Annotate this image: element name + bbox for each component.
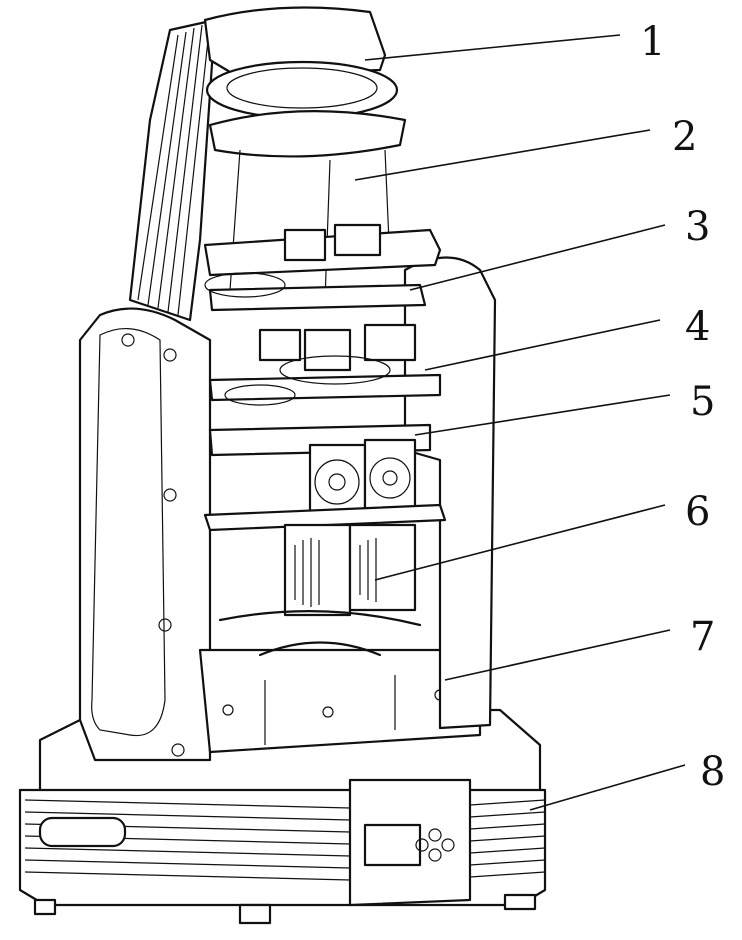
leader-4	[424, 319, 661, 371]
leader-5	[414, 394, 671, 436]
callout-7: 7	[690, 614, 715, 660]
leader-6	[374, 504, 666, 581]
head	[203, 6, 447, 657]
heat-sink	[128, 18, 217, 322]
callout-6: 6	[685, 489, 710, 535]
callout-5: 5	[690, 379, 715, 425]
callout-leaders	[354, 34, 686, 811]
leader-7	[444, 629, 671, 681]
callout-1: 1	[640, 19, 665, 65]
callout-8: 8	[700, 749, 725, 795]
leader-8	[529, 764, 686, 811]
callout-labels: 1 2 3 4 5 6 7 8	[640, 19, 725, 795]
leader-1	[364, 34, 621, 61]
leader-3	[409, 224, 666, 291]
callout-3: 3	[685, 204, 710, 250]
leader-2	[354, 129, 651, 181]
callout-2: 2	[672, 114, 697, 160]
callout-4: 4	[685, 304, 710, 350]
